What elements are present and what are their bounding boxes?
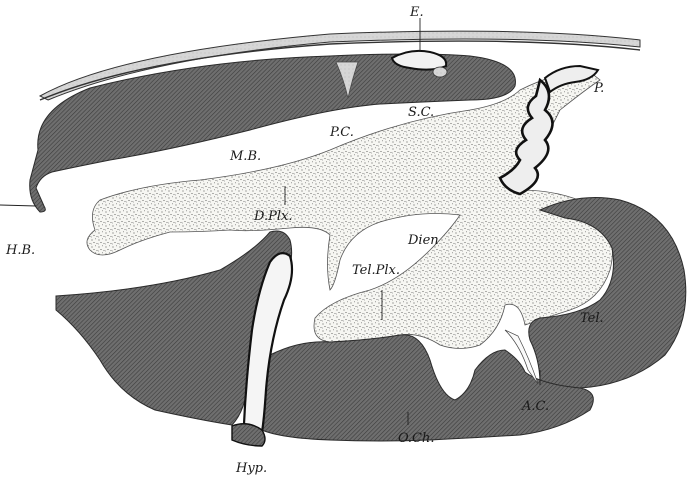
label-anterior-commissure: A.C. bbox=[521, 399, 549, 414]
label-hindbrain: H.B. bbox=[5, 243, 35, 258]
label-diencephalon: Dien bbox=[407, 233, 439, 248]
label-tel-plexus: Tel.Plx. bbox=[352, 263, 400, 278]
label-posterior-commissure: P.C. bbox=[329, 125, 354, 140]
label-hypophysis: Hyp. bbox=[235, 461, 267, 476]
label-telencephalon: Tel. bbox=[580, 311, 604, 326]
label-dorsal-plexus: D.Plx. bbox=[253, 209, 292, 224]
label-optic-chiasm: O.Ch. bbox=[398, 431, 434, 446]
superior-commissure bbox=[433, 67, 447, 77]
label-superior-commissure: S.C. bbox=[408, 105, 434, 120]
label-paraphysis: P. bbox=[593, 81, 604, 96]
label-midbrain: M.B. bbox=[229, 149, 261, 164]
label-epiphysis: E. bbox=[409, 5, 424, 20]
